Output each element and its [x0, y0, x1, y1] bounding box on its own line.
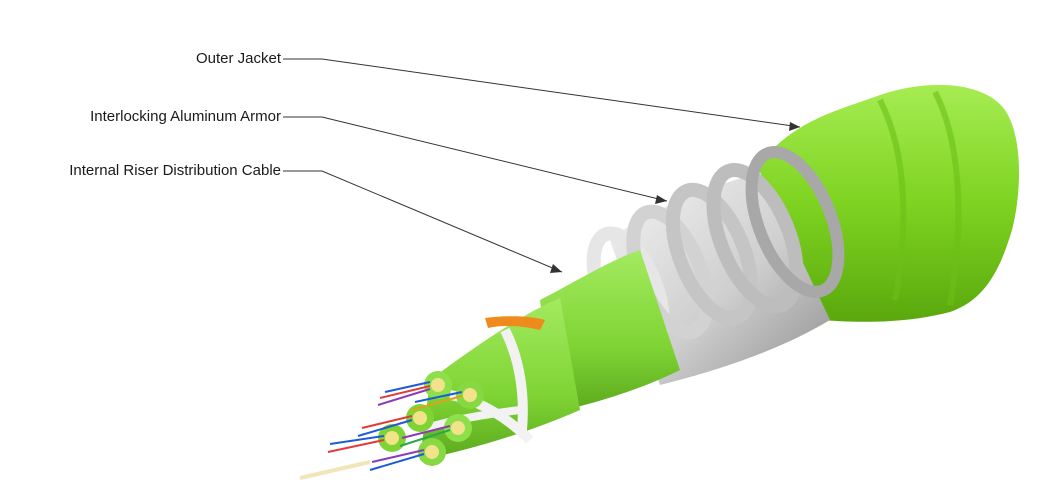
colored-fibers [299, 381, 463, 480]
callout-aluminum-armor: Interlocking Aluminum Armor [90, 108, 281, 125]
leader-line-aluminum-armor [283, 116, 668, 202]
callout-outer-jacket: Outer Jacket [195, 50, 281, 67]
leader-line-outer-jacket [283, 58, 801, 128]
leader-line-riser-cable [283, 170, 563, 273]
outer-jacket-shape [755, 84, 1020, 322]
fiber-subunits [378, 371, 484, 466]
leader-arrowheads [550, 122, 800, 273]
callout-riser-cable: Internal Riser Distribution Cable [69, 162, 281, 179]
leader-lines [283, 58, 801, 273]
